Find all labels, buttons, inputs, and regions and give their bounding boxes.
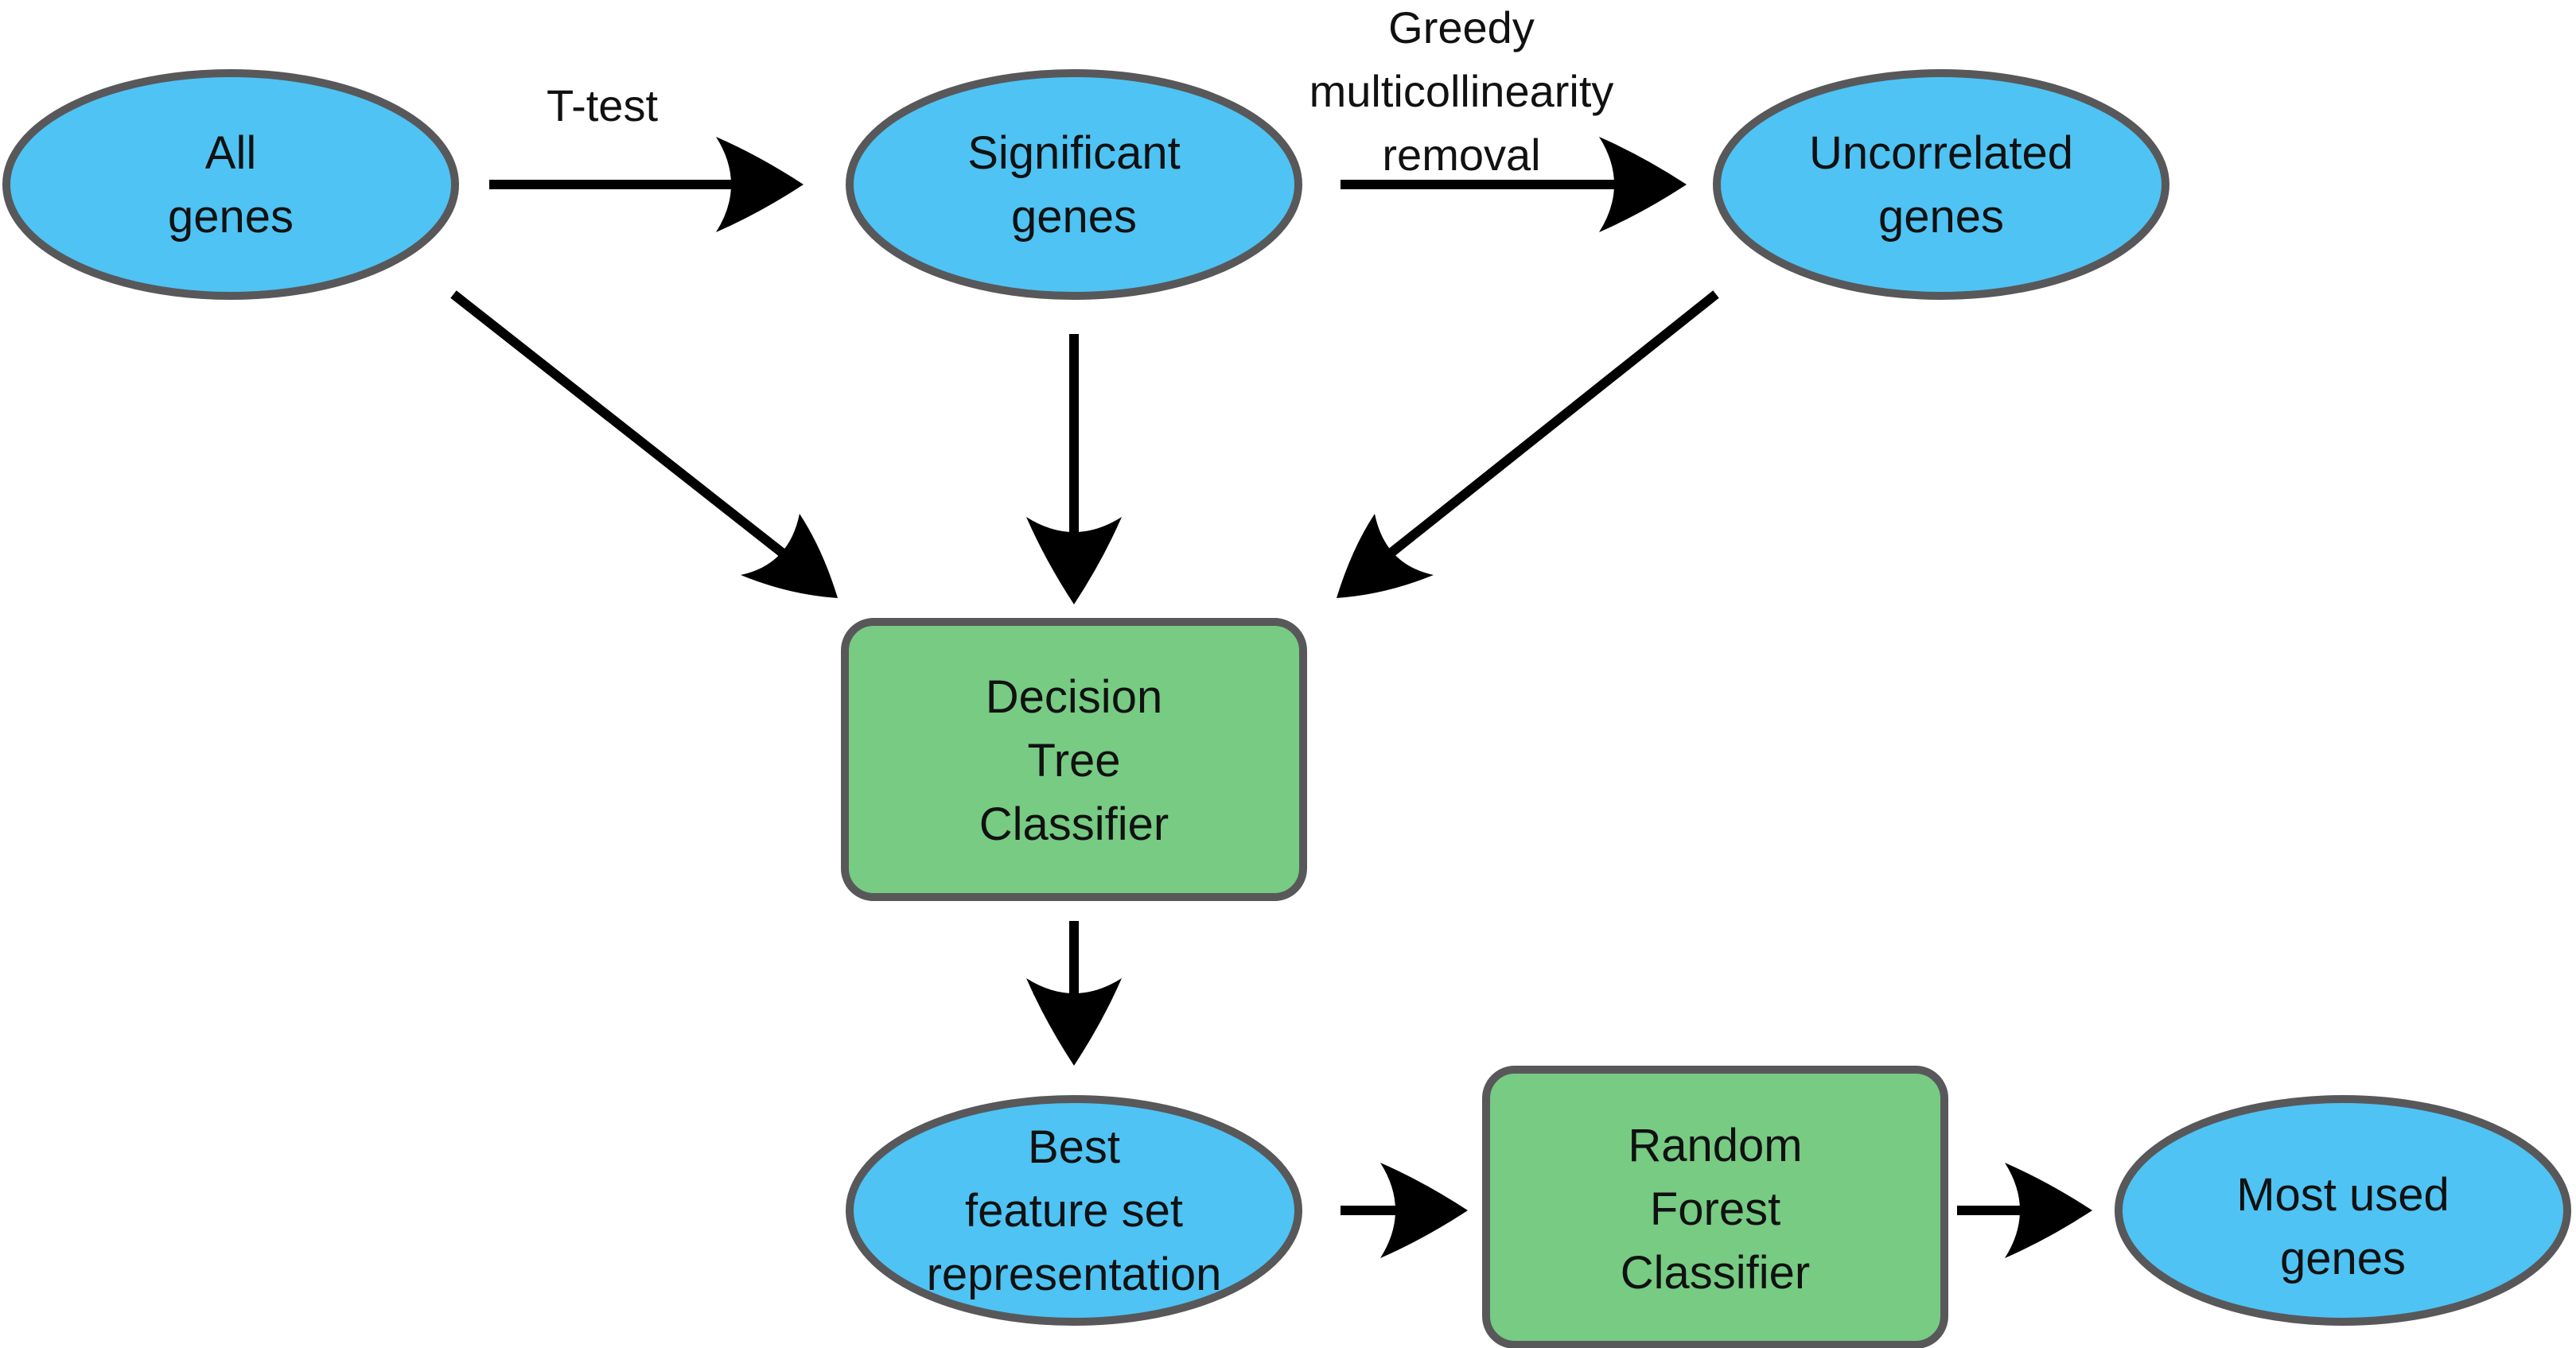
- arrowhead-right-icon: [2005, 1163, 2092, 1258]
- edge-label-line: multicollinearity: [1309, 66, 1614, 116]
- node-label-line: Best: [1028, 1121, 1120, 1173]
- node-label-line: Classifier: [1621, 1247, 1811, 1299]
- arrowhead-down-icon: [1026, 517, 1122, 604]
- node-shape: [2, 69, 459, 300]
- node-label-line: Classifier: [979, 798, 1169, 850]
- node-label-line: Uncorrelated: [1809, 127, 2073, 179]
- node-shape: [1713, 69, 2169, 300]
- arrowhead-right-icon: [716, 137, 804, 232]
- node-label-line: representation: [927, 1249, 1222, 1300]
- node-label-line: Most used: [2236, 1169, 2450, 1221]
- node-random-forest-classifier: Random Forest Classifier: [1482, 1066, 1948, 1348]
- node-label-line: Significant: [967, 127, 1181, 179]
- node-label-line: feature set: [965, 1185, 1183, 1237]
- node-label-line: All: [205, 127, 256, 179]
- node-significant-genes: Significant genes: [846, 69, 1302, 300]
- node-decision-tree-classifier: Decision Tree Classifier: [841, 618, 1307, 901]
- node-label-line: Decision: [986, 671, 1162, 723]
- arrowhead-down-right-icon: [741, 514, 838, 598]
- node-label-line: genes: [2280, 1233, 2406, 1284]
- node-label-line: genes: [1011, 191, 1137, 243]
- edge-all-to-decision-line: [450, 290, 792, 562]
- node-most-used-genes: Most used genes: [2115, 1095, 2571, 1326]
- node-label-line: Tree: [1027, 735, 1120, 787]
- arrowhead-down-left-icon: [1337, 514, 1434, 598]
- edges: [450, 180, 2037, 1215]
- edge-label-t-test: T-test: [547, 80, 658, 130]
- edge-label-line: removal: [1382, 130, 1540, 180]
- node-shape: [2115, 1095, 2571, 1326]
- node-label-line: Random: [1628, 1120, 1802, 1171]
- node-shape: [846, 69, 1302, 300]
- arrowhead-right-icon: [1599, 137, 1687, 232]
- node-label-line: genes: [1878, 191, 2004, 243]
- node-shape: [846, 1095, 1302, 1326]
- node-label-line: Forest: [1650, 1183, 1780, 1235]
- node-uncorrelated-genes: Uncorrelated genes: [1713, 69, 2169, 300]
- edge-label-line: Greedy: [1388, 2, 1535, 52]
- edge-label-line: T-test: [547, 80, 658, 130]
- arrowhead-down-icon: [1026, 978, 1122, 1066]
- edge-uncorrelated-to-decision-line: [1381, 290, 1719, 562]
- edge-label-greedy-removal: Greedy multicollinearity removal: [1309, 2, 1614, 180]
- arrowhead-right-icon: [1380, 1163, 1468, 1258]
- node-shape: [841, 618, 1307, 901]
- node-all-genes: All genes: [2, 69, 459, 300]
- node-label-line: genes: [168, 191, 294, 243]
- node-best-feature-set: Best feature set representation: [846, 1095, 1302, 1326]
- arrow-heads: [716, 137, 2092, 1258]
- node-shape: [1482, 1066, 1948, 1348]
